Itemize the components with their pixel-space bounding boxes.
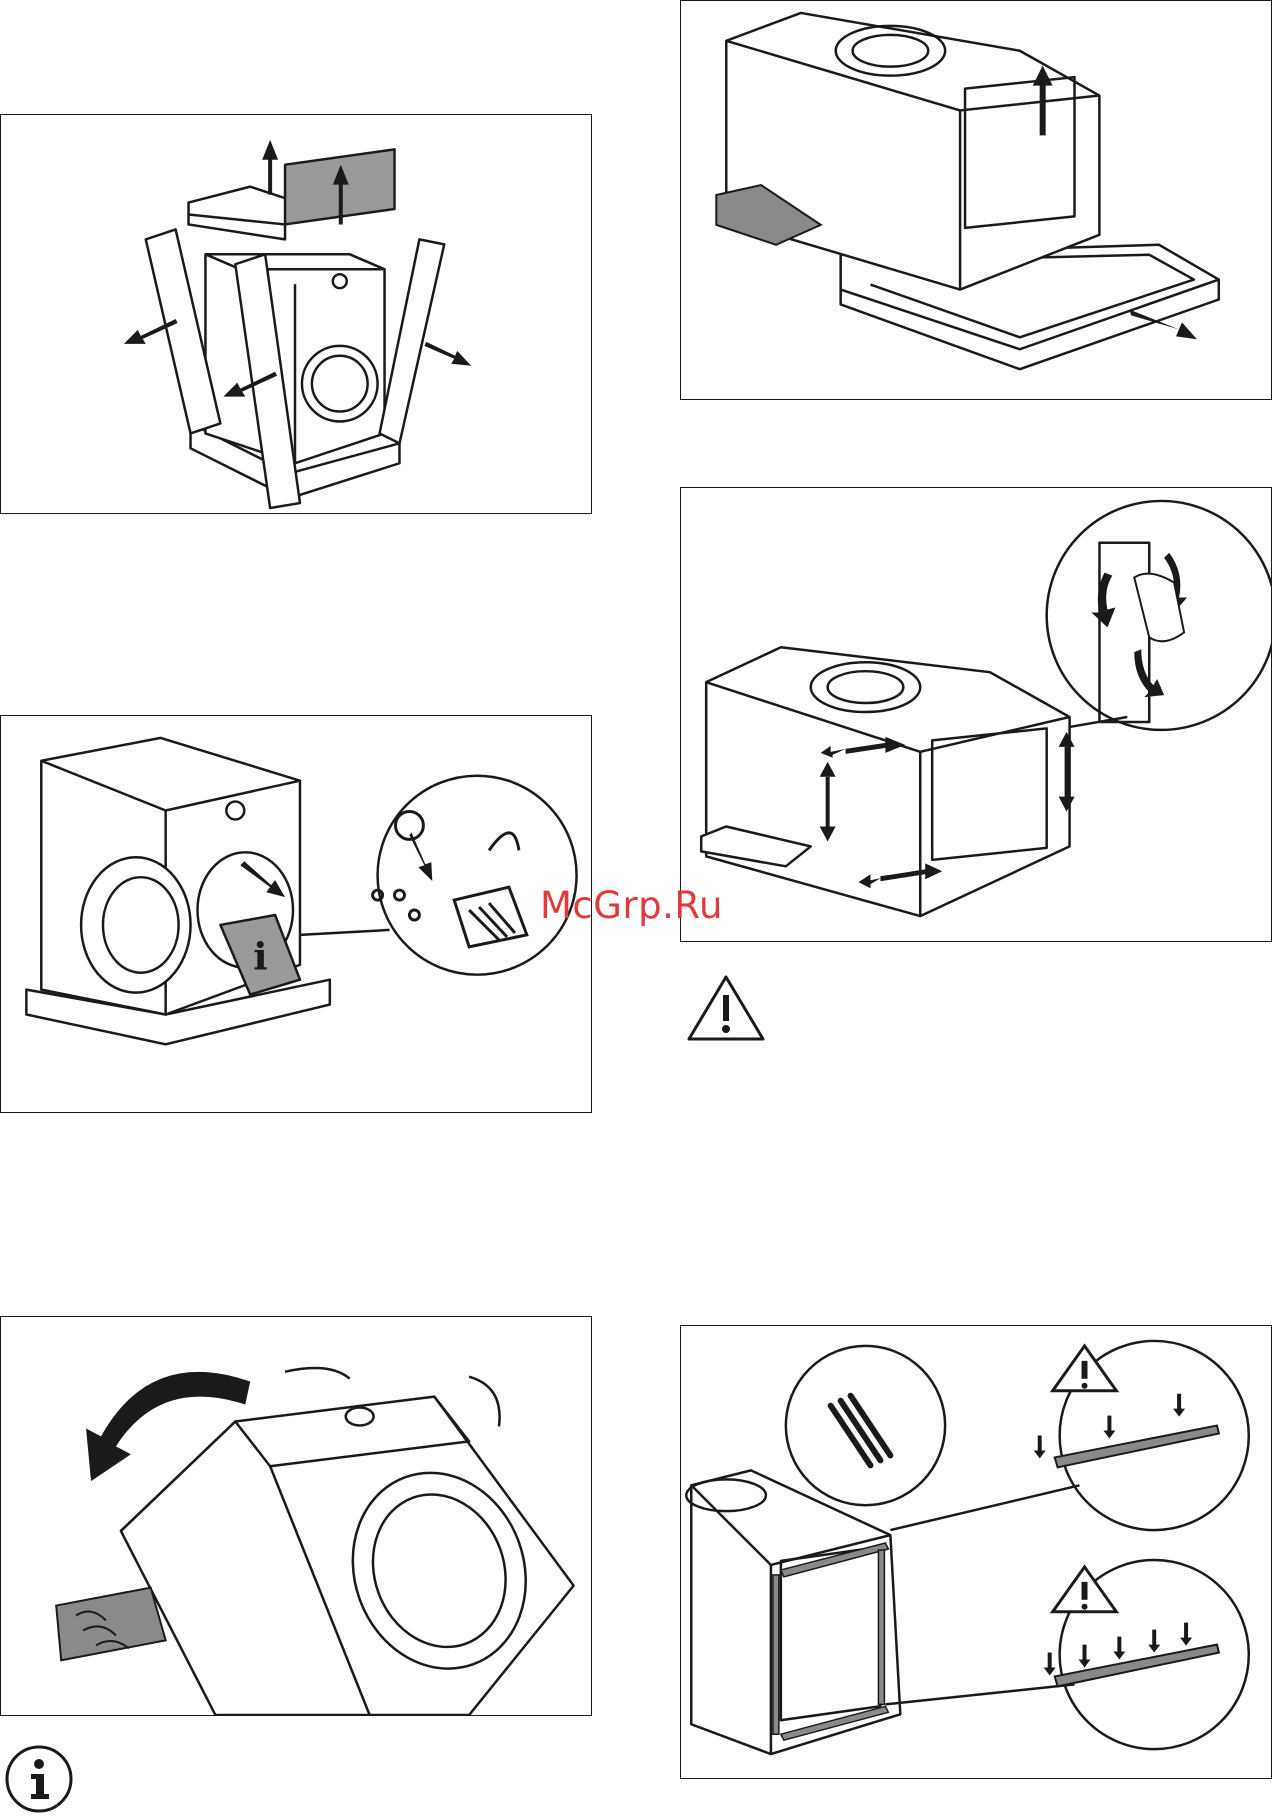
figure-tilt-machine xyxy=(0,1316,592,1716)
tilt-machine-illustration xyxy=(1,1317,591,1715)
tape-removal-illustration xyxy=(681,488,1271,941)
svg-text:i: i xyxy=(253,935,267,979)
polystyrene-strip-illustration xyxy=(681,1326,1271,1778)
figure-remove-polystyrene-base xyxy=(680,0,1272,400)
accessory-bag-illustration: i xyxy=(1,716,591,1112)
figure-remove-packaging xyxy=(0,114,592,514)
warning-triangle-icon xyxy=(686,973,766,1043)
watermark-text: McGrp.Ru xyxy=(540,884,723,927)
figure-remove-tapes-inside xyxy=(680,487,1272,942)
machine-lifted-illustration xyxy=(681,1,1271,399)
info-circle-icon xyxy=(4,1744,74,1814)
figure-fit-polystyrene-strips xyxy=(680,1325,1272,1779)
figure-remove-accessory-bag: i xyxy=(0,715,592,1113)
washing-machine-illustration xyxy=(1,115,591,513)
